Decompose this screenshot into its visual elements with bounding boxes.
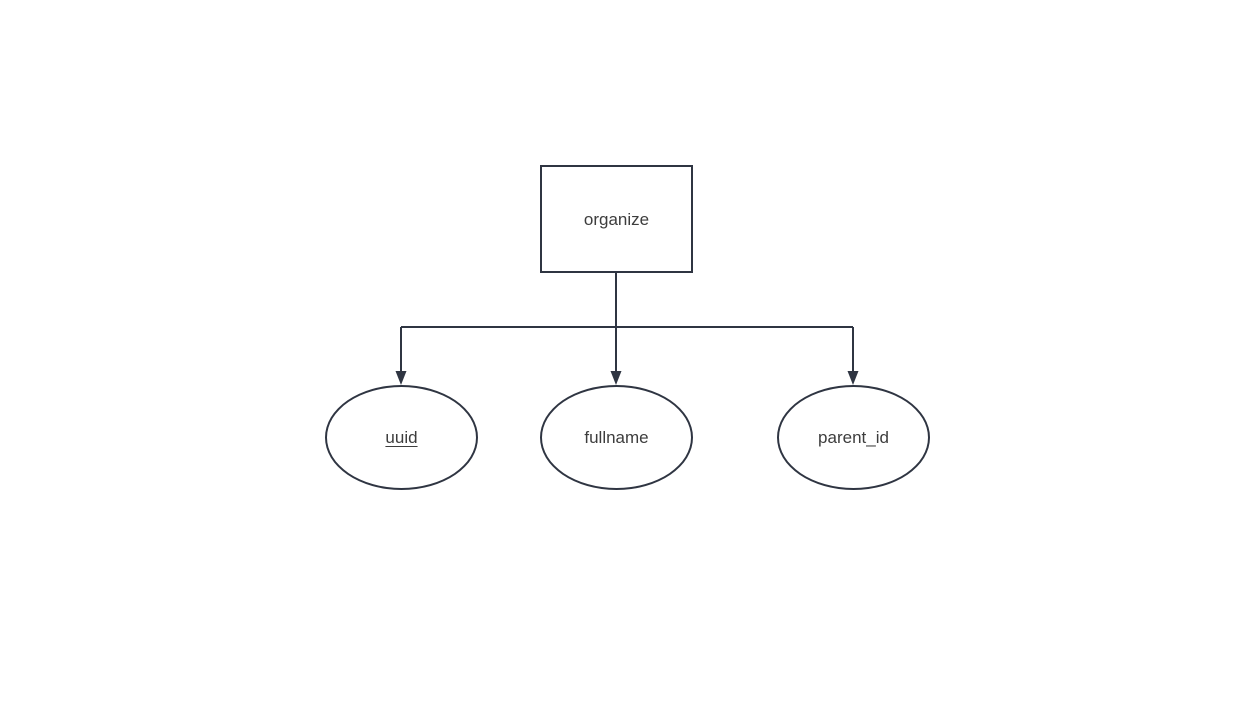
- attribute-parent-id[interactable]: parent_id: [777, 385, 930, 490]
- arrow-down-icon: [610, 371, 622, 385]
- entity-organize[interactable]: organize: [540, 165, 693, 273]
- attribute-uuid[interactable]: uuid: [325, 385, 478, 490]
- entity-label: organize: [583, 209, 650, 229]
- attribute-label-uuid: uuid: [385, 428, 418, 447]
- arrow-down-icon: [847, 371, 859, 385]
- arrow-down-icon: [395, 371, 407, 385]
- attribute-label-parent-id: parent_id: [818, 428, 889, 447]
- attribute-fullname[interactable]: fullname: [540, 385, 693, 490]
- attribute-label-fullname: fullname: [584, 428, 649, 447]
